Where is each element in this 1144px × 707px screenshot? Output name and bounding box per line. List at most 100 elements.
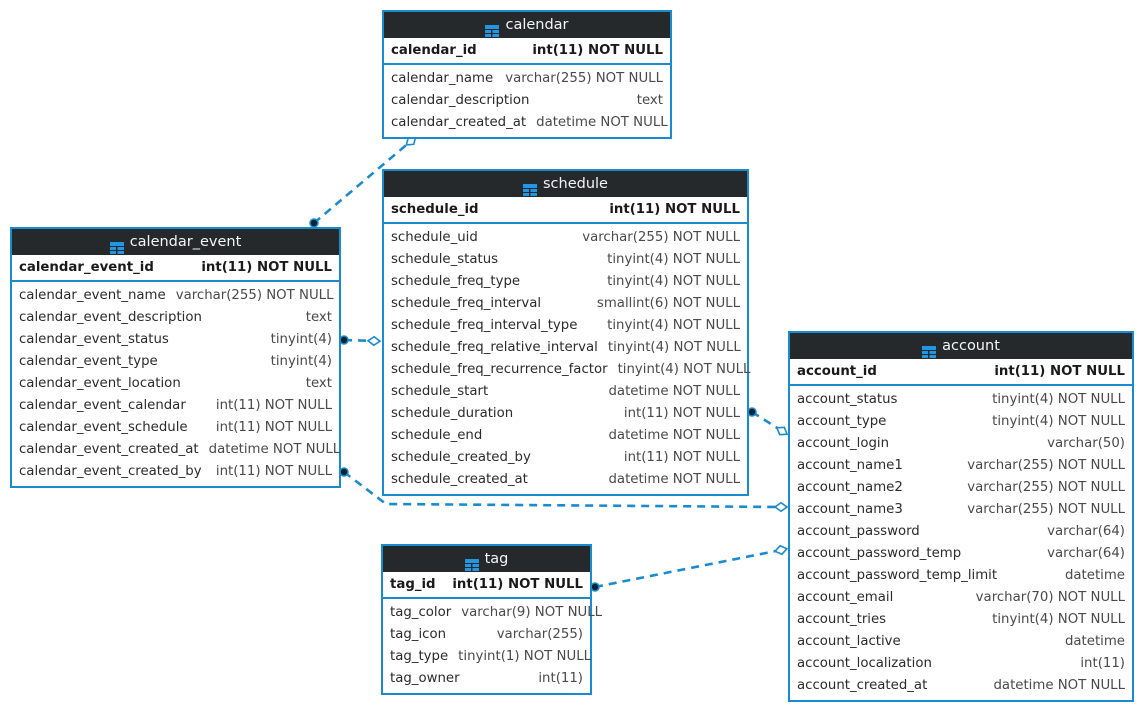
column-type: tinyint(4) NOT NULL <box>992 612 1125 627</box>
relationship-one-endpoint <box>773 544 789 556</box>
column-row[interactable]: schedule_freq_type tinyint(4) NOT NULL <box>384 271 747 293</box>
column-type: int(11) NOT NULL <box>532 43 663 58</box>
column-name: schedule_freq_recurrence_factor <box>391 362 608 377</box>
column-name: calendar_name <box>391 71 494 86</box>
column-name: account_localization <box>797 656 932 671</box>
column-type: text <box>305 376 332 391</box>
column-name: schedule_uid <box>391 230 478 245</box>
column-name: account_id <box>797 364 877 379</box>
relationship-many-endpoint <box>339 335 349 345</box>
column-type: varchar(255) NOT NULL <box>967 480 1125 495</box>
entity-title: account <box>942 338 1000 354</box>
column-type: tinyint(4) <box>270 332 332 347</box>
relationship-many-endpoint <box>309 218 319 228</box>
column-name: schedule_id <box>391 202 479 217</box>
column-row[interactable]: account_created_at datetime NOT NULL <box>790 675 1132 697</box>
column-row[interactable]: schedule_status tinyint(4) NOT NULL <box>384 249 747 271</box>
column-type: int(11) NOT NULL <box>215 420 332 435</box>
table-icon <box>109 237 124 254</box>
column-type: tinyint(4) NOT NULL <box>607 274 740 289</box>
column-type: int(11) NOT NULL <box>215 398 332 413</box>
primary-key-row[interactable]: schedule_id int(11) NOT NULL <box>384 197 747 224</box>
column-type: varchar(9) NOT NULL <box>461 605 603 620</box>
column-name: schedule_freq_interval <box>391 296 542 311</box>
column-name: account_login <box>797 436 890 451</box>
entity-title: tag <box>484 551 509 567</box>
column-type: tinyint(4) NOT NULL <box>617 362 751 377</box>
table-icon <box>464 554 479 571</box>
column-name: tag_color <box>390 605 452 620</box>
column-name: account_password_temp <box>797 546 962 561</box>
column-type: int(11) NOT NULL <box>452 577 583 592</box>
column-name: schedule_start <box>391 384 489 399</box>
table-icon <box>523 179 537 196</box>
entity-title: schedule <box>543 176 608 192</box>
column-name: schedule_status <box>391 252 499 267</box>
column-name: schedule_freq_type <box>391 274 521 289</box>
column-type: datetime NOT NULL <box>993 678 1125 693</box>
column-type: datetime NOT NULL <box>608 428 740 443</box>
column-row[interactable]: schedule_freq_recurrence_factor tinyint(4… <box>384 359 750 381</box>
column-row[interactable]: tag_color varchar(9) NOT NULL <box>383 602 602 624</box>
column-name: calendar_event_id <box>19 260 154 275</box>
rel-tag-to-account[interactable] <box>590 544 789 592</box>
rel-calendar-event-to-schedule[interactable] <box>339 335 382 347</box>
column-name: tag_icon <box>390 627 447 642</box>
rel-schedule-to-account[interactable] <box>747 407 789 438</box>
column-type: tinyint(4) NOT NULL <box>607 252 740 267</box>
column-name: account_type <box>797 414 887 429</box>
column-type: tinyint(1) NOT NULL <box>458 649 592 664</box>
column-name: account_created_at <box>797 678 928 693</box>
column-type: int(11) NOT NULL <box>609 202 740 217</box>
